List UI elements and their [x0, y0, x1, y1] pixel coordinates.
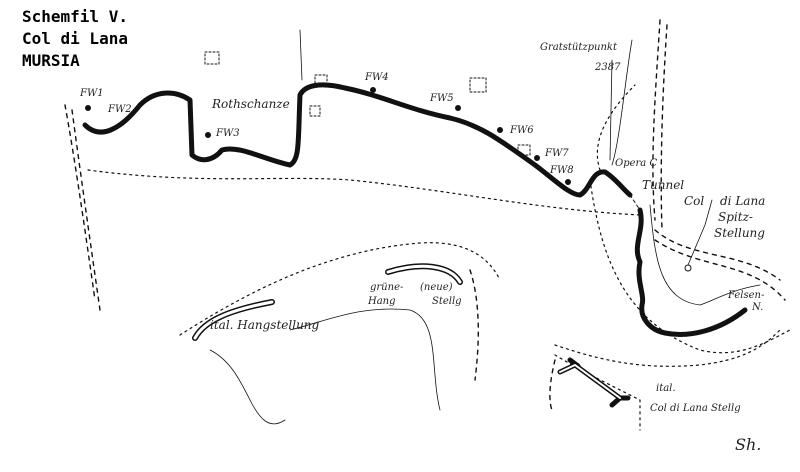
label-di-lana: di Lana — [720, 194, 766, 208]
label-gratstuetzpunkt: Gratstützpunkt — [540, 42, 617, 53]
lower-trench — [634, 207, 748, 337]
label-fw2: FW2 — [108, 104, 132, 115]
header-publisher: MURSIA — [22, 51, 80, 70]
label-spitz: Spitz- — [718, 210, 753, 224]
header-author: Schemfil V. — [22, 7, 128, 26]
header-title: Col di Lana — [22, 29, 128, 48]
label-fw5: FW5 — [430, 93, 454, 104]
label-col: Col — [684, 194, 705, 208]
label-fw6: FW6 — [510, 125, 534, 136]
tunnel-segment — [629, 194, 641, 211]
label-col-di-lana-stellg: Col di Lana Stellg — [650, 403, 741, 414]
label-ital-hangstellung: ital. Hangstellung — [210, 318, 320, 332]
signature: Sh. — [735, 435, 762, 454]
label-fw1: FW1 — [80, 88, 104, 99]
wire-line — [589, 179, 791, 354]
wire-line — [596, 84, 636, 171]
label-ital: ital. — [656, 383, 676, 394]
label-tunnel: Tunnel — [642, 178, 685, 192]
label-rothschanze: Rothschanze — [212, 97, 290, 111]
wire-line — [87, 169, 641, 216]
label-fw8: FW8 — [550, 165, 574, 176]
label-stellg: Stellg — [432, 296, 462, 307]
label-neue: (neue) — [420, 282, 453, 293]
label-opera-c: Opera C — [615, 158, 658, 169]
label-elevation: 2387 — [595, 62, 621, 73]
label-felsen-n: N. — [752, 302, 764, 313]
label-stellung: Stellung — [714, 226, 765, 240]
label-fw7: FW7 — [545, 148, 569, 159]
label-gruene: grüne- — [370, 282, 404, 293]
label-hang: Hang — [368, 296, 396, 307]
label-fw4: FW4 — [365, 72, 389, 83]
label-felsen: Felsen- — [728, 290, 765, 301]
main-trench — [82, 82, 633, 198]
wire-line — [179, 242, 501, 336]
label-fw3: FW3 — [216, 128, 240, 139]
wire-line — [554, 329, 781, 367]
